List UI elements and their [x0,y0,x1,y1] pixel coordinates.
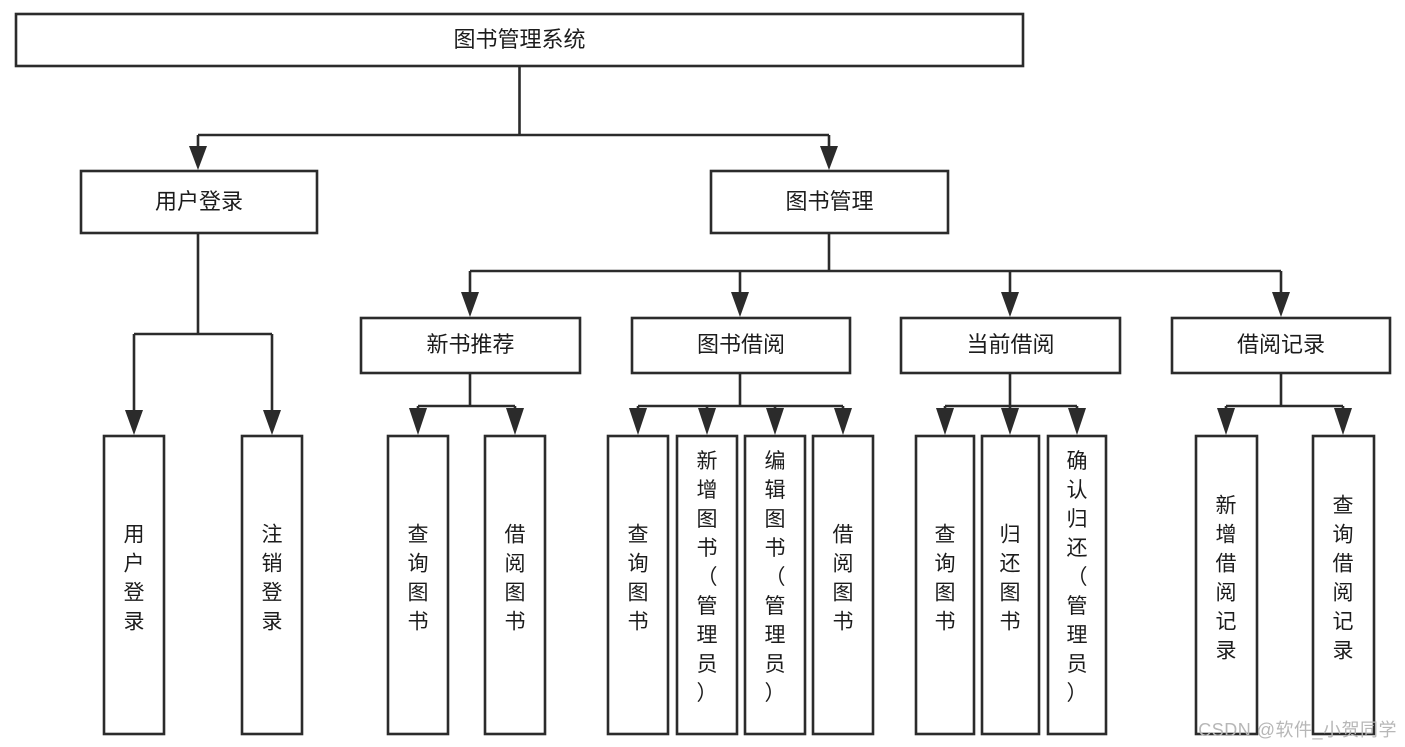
node-current-borrow-label: 当前借阅 [966,332,1054,357]
leaf-node-user-login[interactable]: 用户登录 [102,434,166,736]
leaf-node-logout[interactable]: 注销登录 [240,434,304,736]
leaf-node-borrow-book-2-label: 借阅图书 [833,524,854,634]
leaf-node-add-borrow-record-label: 新增借阅记录 [1216,495,1237,663]
node-root-box[interactable] [14,12,1025,68]
leaf-node-query-book-3-label: 查询图书 [935,524,956,634]
arrow-head-leaf-user-login [125,410,143,435]
arrow-head-leaf-logout [263,410,281,435]
leaf-node-query-borrow-record[interactable]: 查询借阅记录 [1311,434,1376,736]
leaf-node-borrow-book-1[interactable]: 借阅图书 [483,434,547,736]
csdn-watermark: CSDN @软件_小贺同学 [1198,720,1397,740]
node-current-borrow[interactable]: 当前借阅 [899,316,1122,375]
arrow-head-leaf-borrow-book-1 [506,408,524,435]
leaf-node-return-book[interactable]: 归还图书 [980,434,1041,736]
node-new-book-recommend-box[interactable] [359,316,582,375]
arrow-head-user-login [189,146,207,170]
leaf-node-query-book-1-label: 查询图书 [408,524,429,634]
leaf-node-query-book-3-box[interactable] [914,434,976,736]
leaf-node-query-book-1[interactable]: 查询图书 [386,434,450,736]
leaf-node-borrow-book-2-box[interactable] [811,434,875,736]
node-borrow-record-label: 借阅记录 [1237,332,1325,357]
node-book-borrow[interactable]: 图书借阅 [630,316,852,375]
leaf-node-query-borrow-record-box[interactable] [1311,434,1376,736]
leaf-node-user-login-label: 用户登录 [124,524,145,634]
leaf-node-return-book-label: 归还图书 [1000,524,1021,634]
arrow-head-leaf-edit-book-admin [766,408,784,435]
arrow-head-leaf-query-book-1 [409,408,427,435]
leaf-node-edit-book-admin-box[interactable] [743,434,807,736]
leaf-node-confirm-return-admin[interactable]: 确认归还（管理员） [1046,434,1108,736]
leaf-node-query-book-2[interactable]: 查询图书 [606,434,670,736]
leaf-node-edit-book-admin[interactable]: 编辑图书（管理员） [743,434,807,736]
leaf-node-query-book-2-box[interactable] [606,434,670,736]
node-book-borrow-box[interactable] [630,316,852,375]
leaf-node-edit-book-admin-label: 编辑图书（管理员） [765,450,786,705]
leaf-node-add-borrow-record-box[interactable] [1194,434,1259,736]
leaf-node-add-book-admin[interactable]: 新增图书（管理员） [675,434,739,736]
node-new-book-recommend-label: 新书推荐 [426,332,514,357]
arrow-head-leaf-borrow-book-2 [834,408,852,435]
node-user-login[interactable]: 用户登录 [79,169,319,235]
connector-layer [125,66,1352,435]
leaf-node-query-book-2-label: 查询图书 [628,524,649,634]
arrow-head-book-manage [820,146,838,170]
node-book-manage[interactable]: 图书管理 [709,169,950,235]
arrow-head-current-borrow [1001,292,1019,317]
leaf-node-query-borrow-record-label: 查询借阅记录 [1333,495,1354,663]
node-root[interactable]: 图书管理系统 [14,12,1025,68]
leaf-node-logout-box[interactable] [240,434,304,736]
leaf-node-borrow-book-1-label: 借阅图书 [505,524,526,634]
leaf-node-add-book-admin-label: 新增图书（管理员） [697,450,718,705]
node-book-manage-box[interactable] [709,169,950,235]
node-borrow-record[interactable]: 借阅记录 [1170,316,1392,375]
node-book-manage-label: 图书管理 [785,189,873,214]
arrow-head-leaf-add-borrow-record [1217,408,1235,435]
arrow-head-leaf-add-book-admin [698,408,716,435]
node-root-label: 图书管理系统 [453,27,585,52]
arrow-head-leaf-query-book-2 [629,408,647,435]
leaf-node-borrow-book-1-box[interactable] [483,434,547,736]
leaf-node-add-borrow-record[interactable]: 新增借阅记录 [1194,434,1259,736]
node-user-login-label: 用户登录 [155,189,243,214]
arrow-head-leaf-query-book-3 [936,408,954,435]
arrow-head-new-book-recommend [461,292,479,317]
leaf-node-add-book-admin-box[interactable] [675,434,739,736]
leaf-node-borrow-book-2[interactable]: 借阅图书 [811,434,875,736]
node-borrow-record-box[interactable] [1170,316,1392,375]
arrow-head-leaf-confirm-return-admin [1068,408,1086,435]
leaf-node-query-book-3[interactable]: 查询图书 [914,434,976,736]
arrow-head-book-borrow [731,292,749,317]
leaf-node-user-login-box[interactable] [102,434,166,736]
arrow-head-leaf-return-book [1001,408,1019,435]
arrow-head-borrow-record [1272,292,1290,317]
leaf-node-query-book-1-box[interactable] [386,434,450,736]
leaf-node-confirm-return-admin-label: 确认归还（管理员） [1067,450,1088,705]
leaf-node-confirm-return-admin-box[interactable] [1046,434,1108,736]
leaf-node-return-book-box[interactable] [980,434,1041,736]
node-new-book-recommend[interactable]: 新书推荐 [359,316,582,375]
arrow-head-leaf-query-borrow-record [1334,408,1352,435]
leaf-node-logout-label: 注销登录 [262,524,283,634]
node-current-borrow-box[interactable] [899,316,1122,375]
node-book-borrow-label: 图书借阅 [697,332,785,357]
node-user-login-box[interactable] [79,169,319,235]
